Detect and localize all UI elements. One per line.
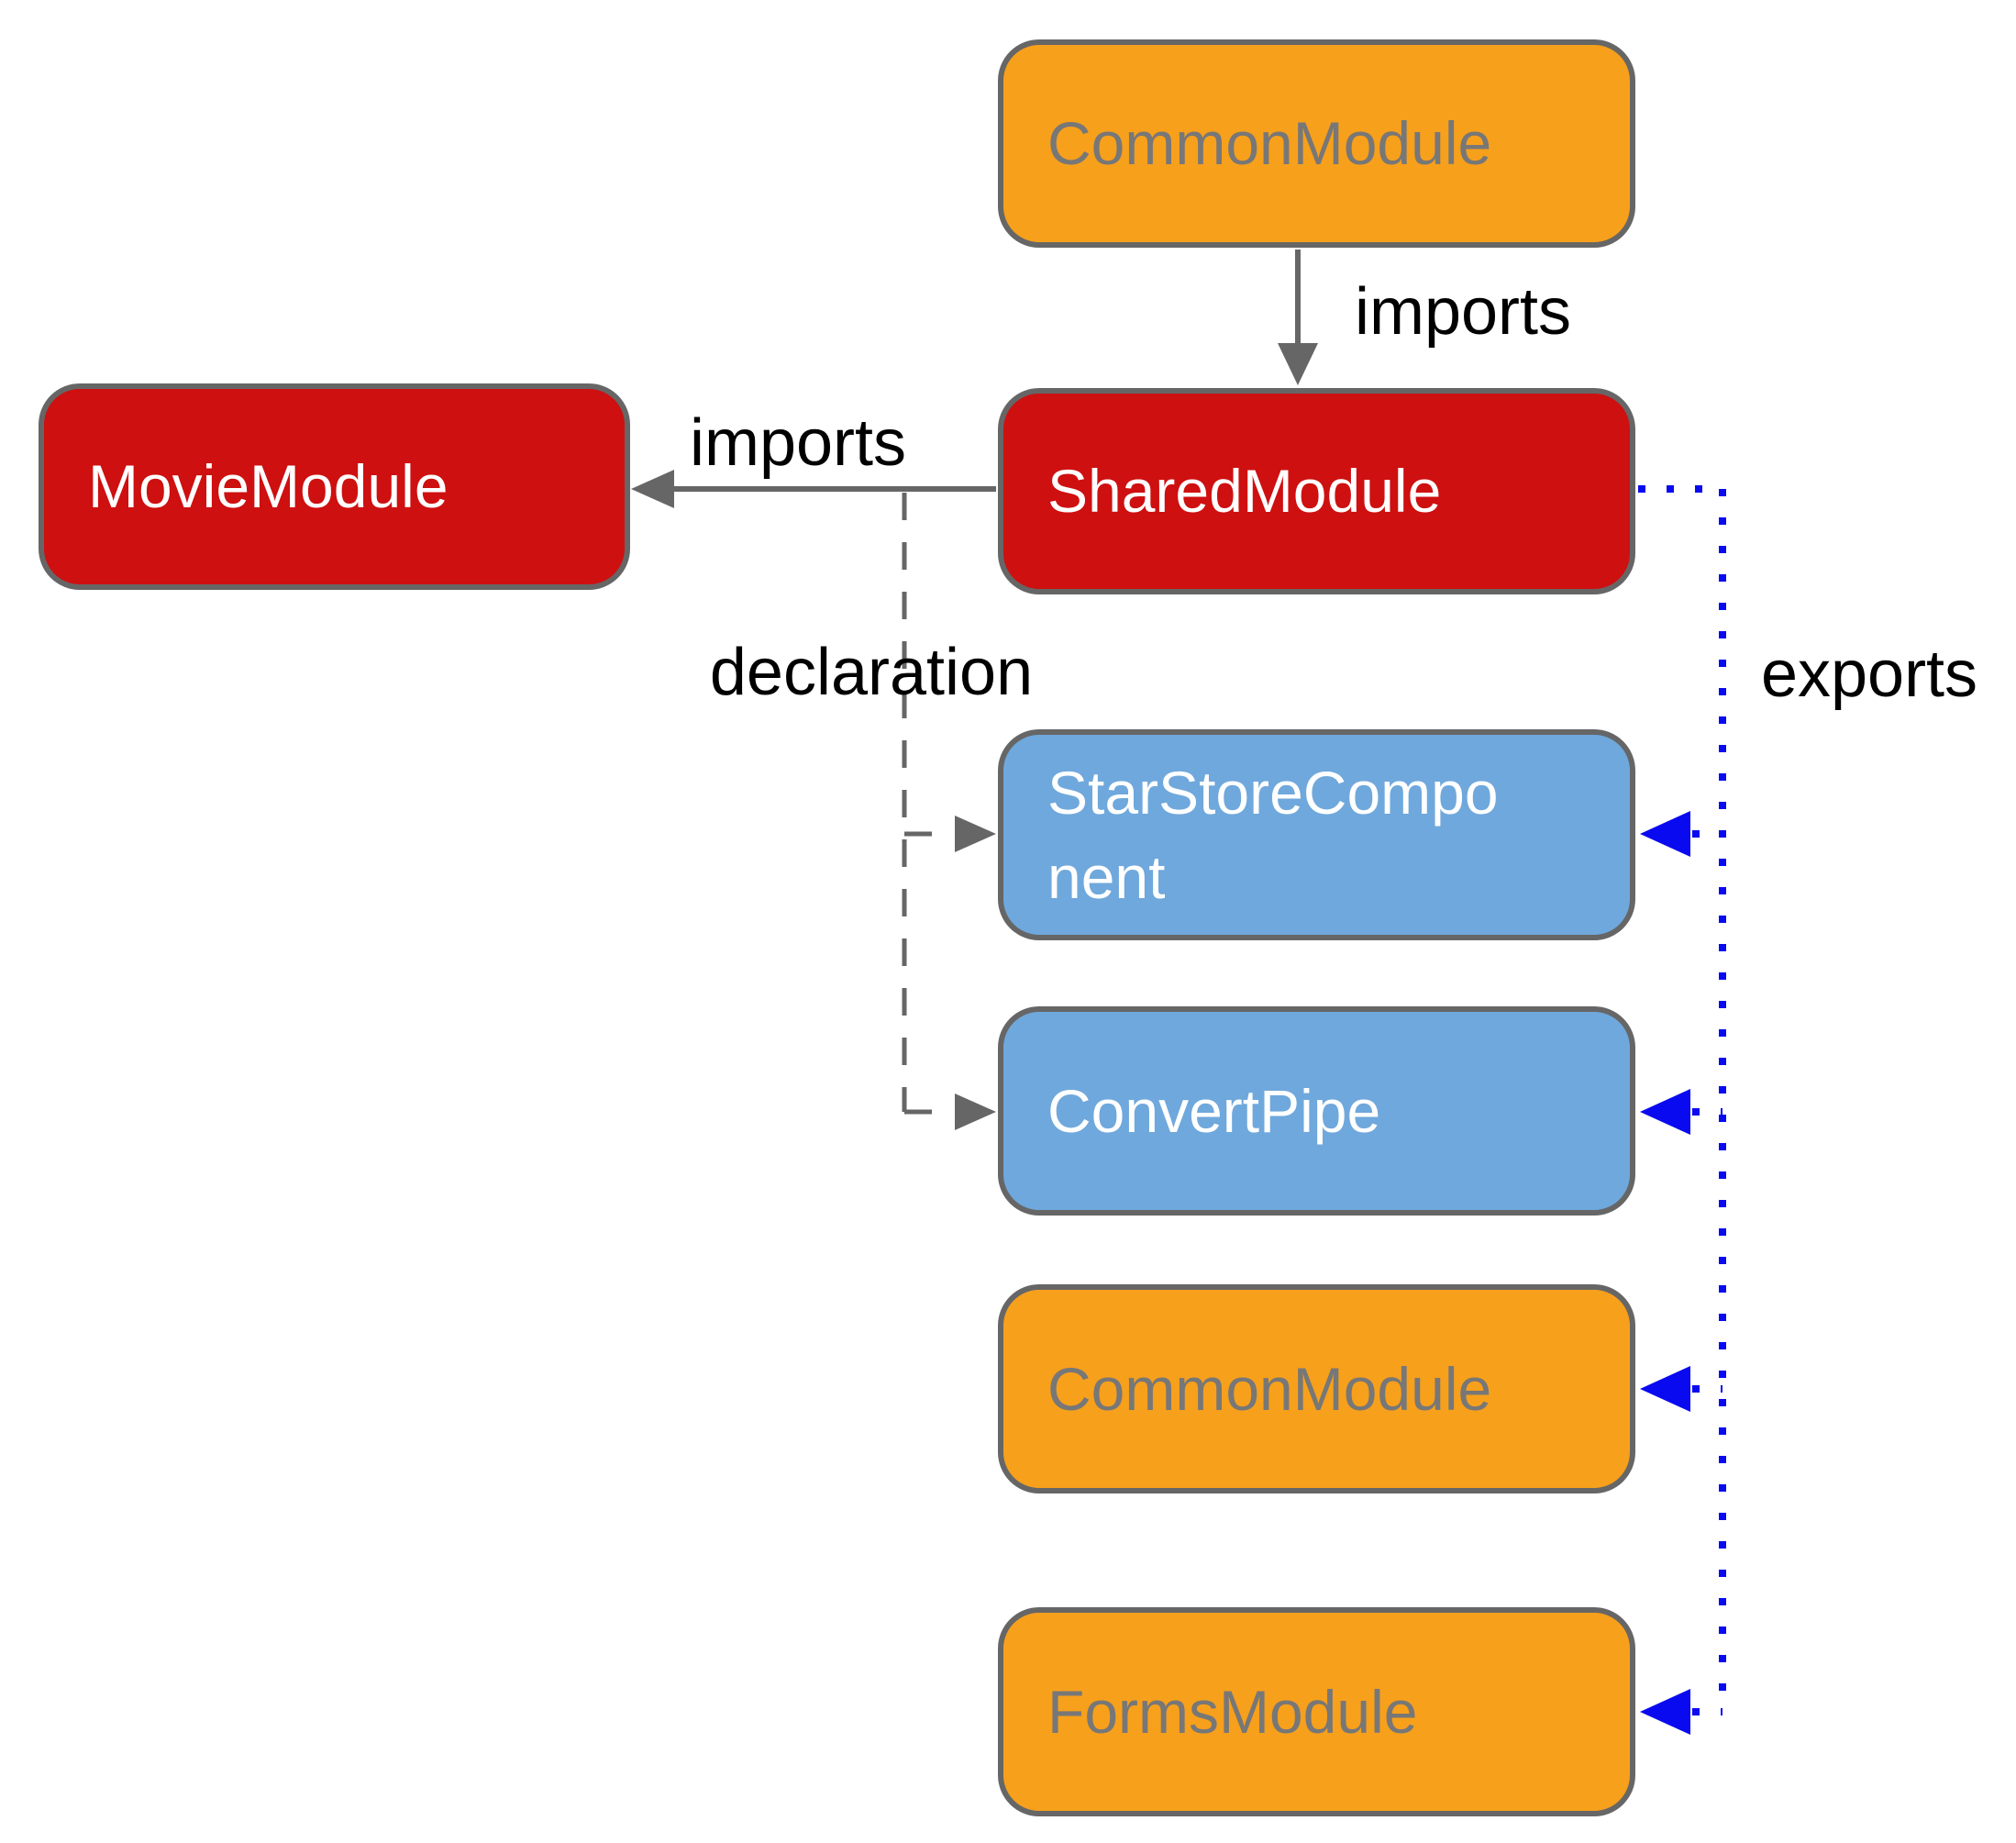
declaration-arrowhead-starstore: [955, 816, 996, 852]
node-convertpipe-label: ConvertPipe: [1047, 1076, 1381, 1145]
node-formsmodule-label: FormsModule: [1047, 1677, 1418, 1746]
exports-dotted-line: [1638, 485, 1726, 1735]
edge-label-imports-vertical: imports: [1354, 275, 1572, 349]
node-sharedmodule: SharedModule: [998, 388, 1635, 594]
node-convertpipe: ConvertPipe: [998, 1006, 1635, 1216]
node-commonmodule-bottom: CommonModule: [998, 1284, 1635, 1493]
edge-label-declaration: declaration: [709, 636, 1034, 709]
node-starstorecomponent: StarStoreComponent: [998, 729, 1635, 940]
edge-label-exports: exports: [1760, 638, 1978, 711]
declaration-arrowhead-convertpipe: [955, 1094, 996, 1130]
node-moviemodule: MovieModule: [39, 383, 630, 590]
declaration-dashed-line: [902, 493, 996, 1130]
node-sharedmodule-label: SharedModule: [1047, 457, 1442, 526]
node-commonmodule-top: CommonModule: [998, 39, 1635, 248]
exports-arrowhead-commonmodule: [1640, 1366, 1690, 1412]
node-starstorecomponent-label: StarStoreComponent: [1047, 758, 1499, 911]
imports-arrow-horizontal: [631, 470, 996, 508]
imports-arrow-vertical: [1278, 250, 1318, 385]
node-commonmodule-top-label: CommonModule: [1047, 109, 1492, 178]
exports-arrowhead-starstore: [1640, 811, 1690, 857]
exports-arrowhead-convertpipe: [1640, 1089, 1690, 1135]
edge-label-imports-horizontal: imports: [689, 406, 907, 480]
node-commonmodule-bottom-label: CommonModule: [1047, 1354, 1492, 1423]
node-moviemodule-label: MovieModule: [88, 452, 449, 521]
node-formsmodule: FormsModule: [998, 1607, 1635, 1816]
exports-arrowhead-formsmodule: [1640, 1689, 1690, 1735]
